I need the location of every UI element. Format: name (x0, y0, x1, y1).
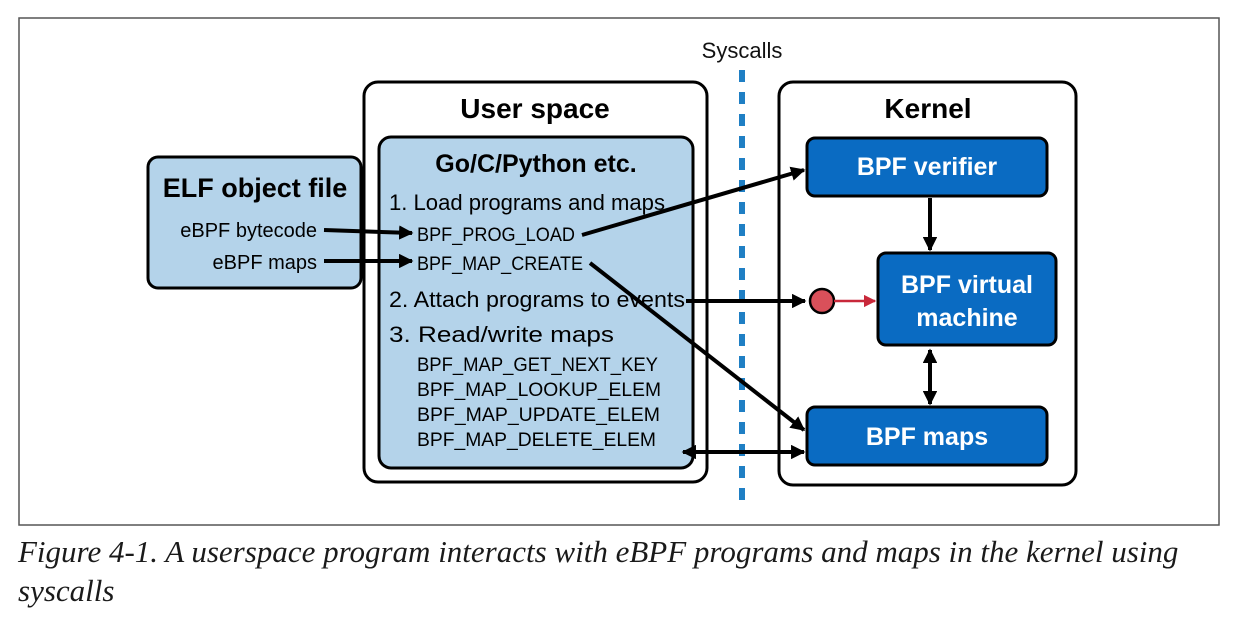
step3-label: 3. Read/write maps (389, 322, 614, 347)
call-map-create: BPF_MAP_CREATE (417, 254, 583, 275)
elf-item-bytecode: eBPF bytecode (180, 220, 317, 242)
diagram: Syscalls ELF object file eBPF bytecode e… (18, 17, 1220, 526)
bpf-verifier-label: BPF verifier (857, 153, 998, 181)
elf-item-maps: eBPF maps (213, 252, 317, 274)
bpf-verifier-box (805, 136, 1049, 198)
call-map-delete-elem: BPF_MAP_DELETE_ELEM (417, 430, 656, 451)
event-hook-dot (808, 287, 836, 315)
bpf-vm-label-line1: BPF virtual (901, 271, 1033, 299)
bpf-vm-label-line2: machine (916, 304, 1018, 332)
bpf-vm-box (876, 251, 1058, 347)
figure-caption: Figure 4-1. A userspace program interact… (18, 534, 1179, 608)
user-space-title: User space (460, 93, 609, 124)
user-program-title: Go/C/Python etc. (435, 150, 636, 178)
call-map-lookup-elem: BPF_MAP_LOOKUP_ELEM (417, 380, 661, 401)
bpf-maps-box (805, 405, 1049, 467)
kernel-title: Kernel (884, 93, 971, 124)
elf-title: ELF object file (163, 173, 348, 203)
elf-object-file-box (146, 155, 363, 290)
arrow-prog-load-to-verifier (581, 166, 806, 237)
call-prog-load: BPF_PROG_LOAD (417, 225, 575, 246)
bpf-maps-label: BPF maps (866, 423, 988, 451)
arrow-bytecode-to-prog-load (323, 225, 414, 240)
step2-label: 2. Attach programs to events (389, 287, 685, 312)
call-map-update-elem: BPF_MAP_UPDATE_ELEM (417, 405, 660, 426)
syscalls-label: Syscalls (702, 38, 783, 63)
step1-label: 1. Load programs and maps (389, 190, 665, 215)
call-map-get-next-key: BPF_MAP_GET_NEXT_KEY (417, 355, 658, 376)
arrow-map-create-to-maps (588, 261, 806, 432)
